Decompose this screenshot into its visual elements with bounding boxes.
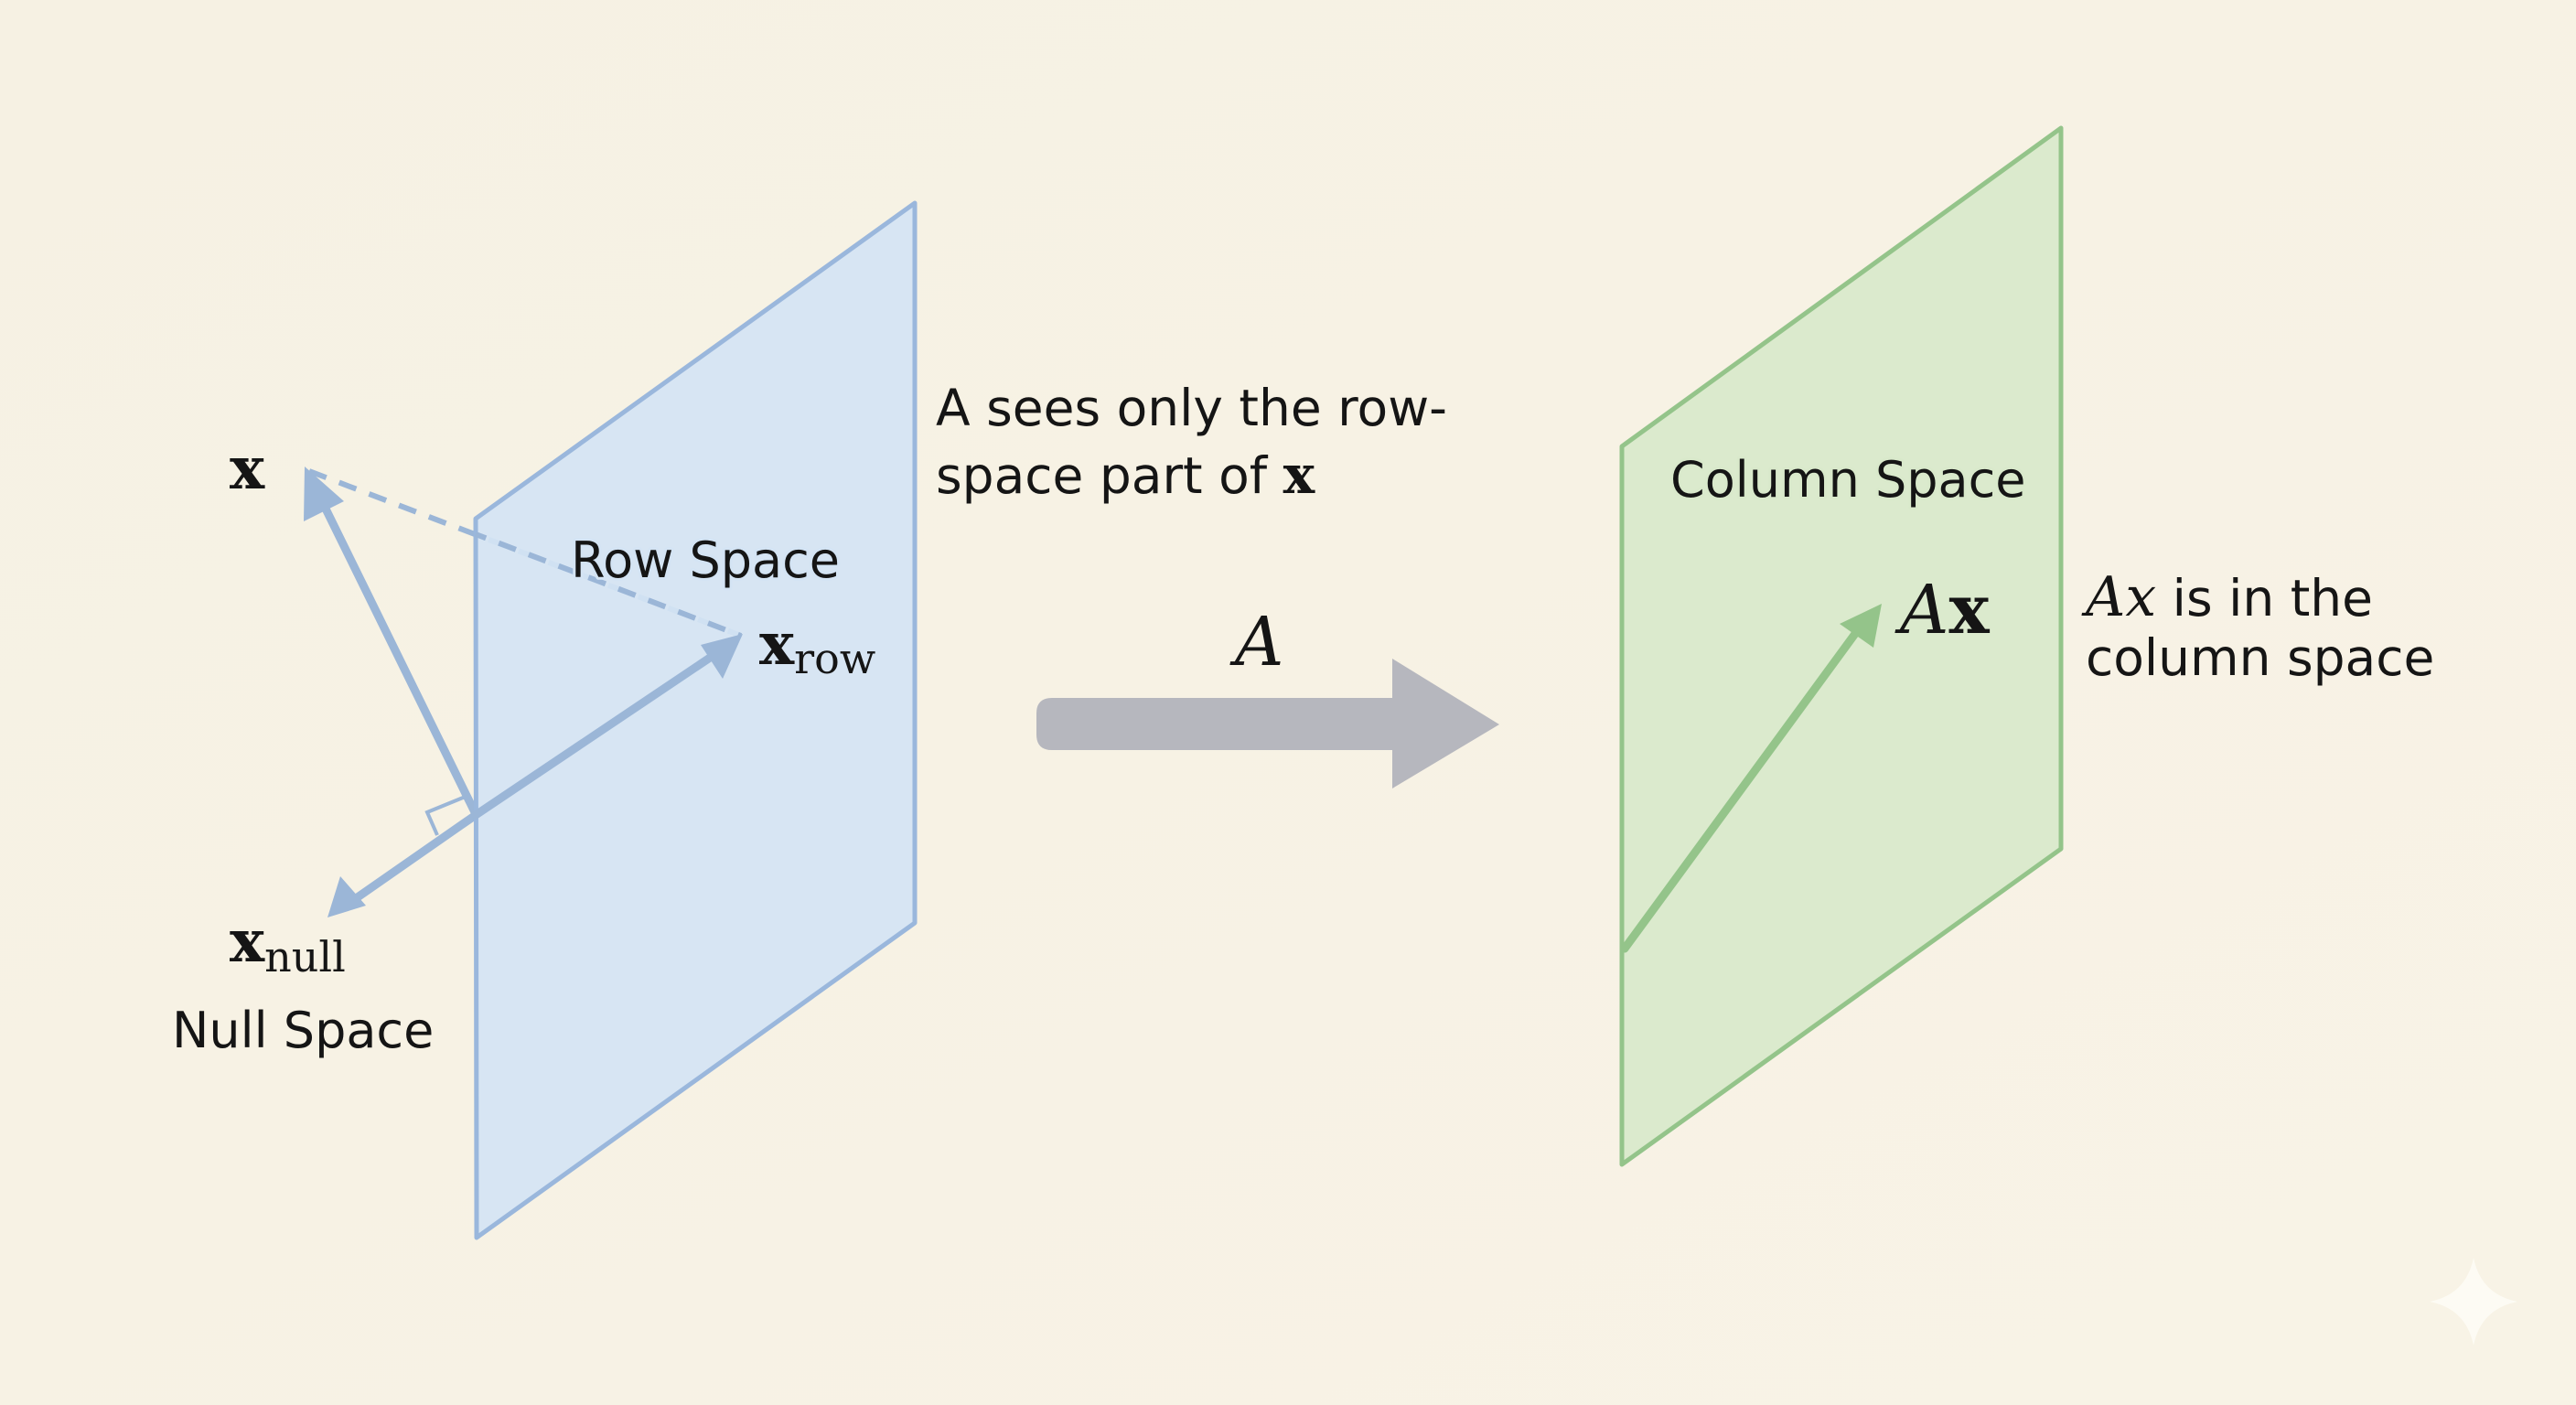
column-annotation: Ax is in the column space	[2081, 565, 2434, 687]
vector-x-row-arrow	[471, 634, 743, 820]
transform-label: A	[1229, 603, 1283, 681]
x-null-label: xnull	[230, 907, 346, 981]
null-space-label: Null Space	[172, 1002, 434, 1059]
column-annotation-line1: Ax is in the	[2081, 565, 2373, 629]
vector-ax-arrow	[1620, 604, 1882, 953]
x-row-base: x	[759, 610, 795, 679]
column-annotation-math-x: x	[2125, 565, 2156, 629]
x-row-label: xrow	[759, 610, 875, 683]
transform-arrow: A	[1036, 603, 1499, 788]
column-space-group: Column Space Ax	[1619, 125, 2064, 1167]
row-annotation-line2: space part of x	[936, 444, 1315, 506]
vector-x-null-arrow	[327, 810, 480, 917]
row-space-label: Row Space	[571, 531, 840, 589]
column-space-label: Column Space	[1670, 451, 2026, 509]
ax-label: Ax	[1894, 571, 1990, 649]
row-annotation-line1: A sees only the row-	[936, 379, 1447, 437]
row-annotation-math-x: x	[1283, 444, 1315, 506]
ax-label-x: x	[1948, 571, 1990, 649]
x-null-base: x	[230, 907, 265, 976]
column-annotation-text: is in the	[2156, 569, 2373, 627]
vector-x-arrow	[304, 467, 480, 819]
transform-arrow-shape	[1036, 659, 1499, 788]
row-space-plane	[473, 200, 918, 1240]
row-space-group: Row Space xrow x xnull Null Space	[172, 200, 918, 1240]
x-row-sub: row	[794, 634, 875, 683]
x-null-sub: null	[264, 932, 346, 981]
column-annotation-line2: column space	[2086, 628, 2434, 687]
row-annotation-text: space part of	[936, 446, 1283, 505]
column-annotation-math-A: A	[2081, 565, 2125, 629]
right-angle-marker	[424, 794, 468, 836]
ax-label-A: A	[1894, 571, 1948, 649]
x-label: x	[230, 434, 265, 503]
sparkle-icon	[2430, 1258, 2517, 1346]
row-annotation: A sees only the row- space part of x	[936, 379, 1447, 506]
